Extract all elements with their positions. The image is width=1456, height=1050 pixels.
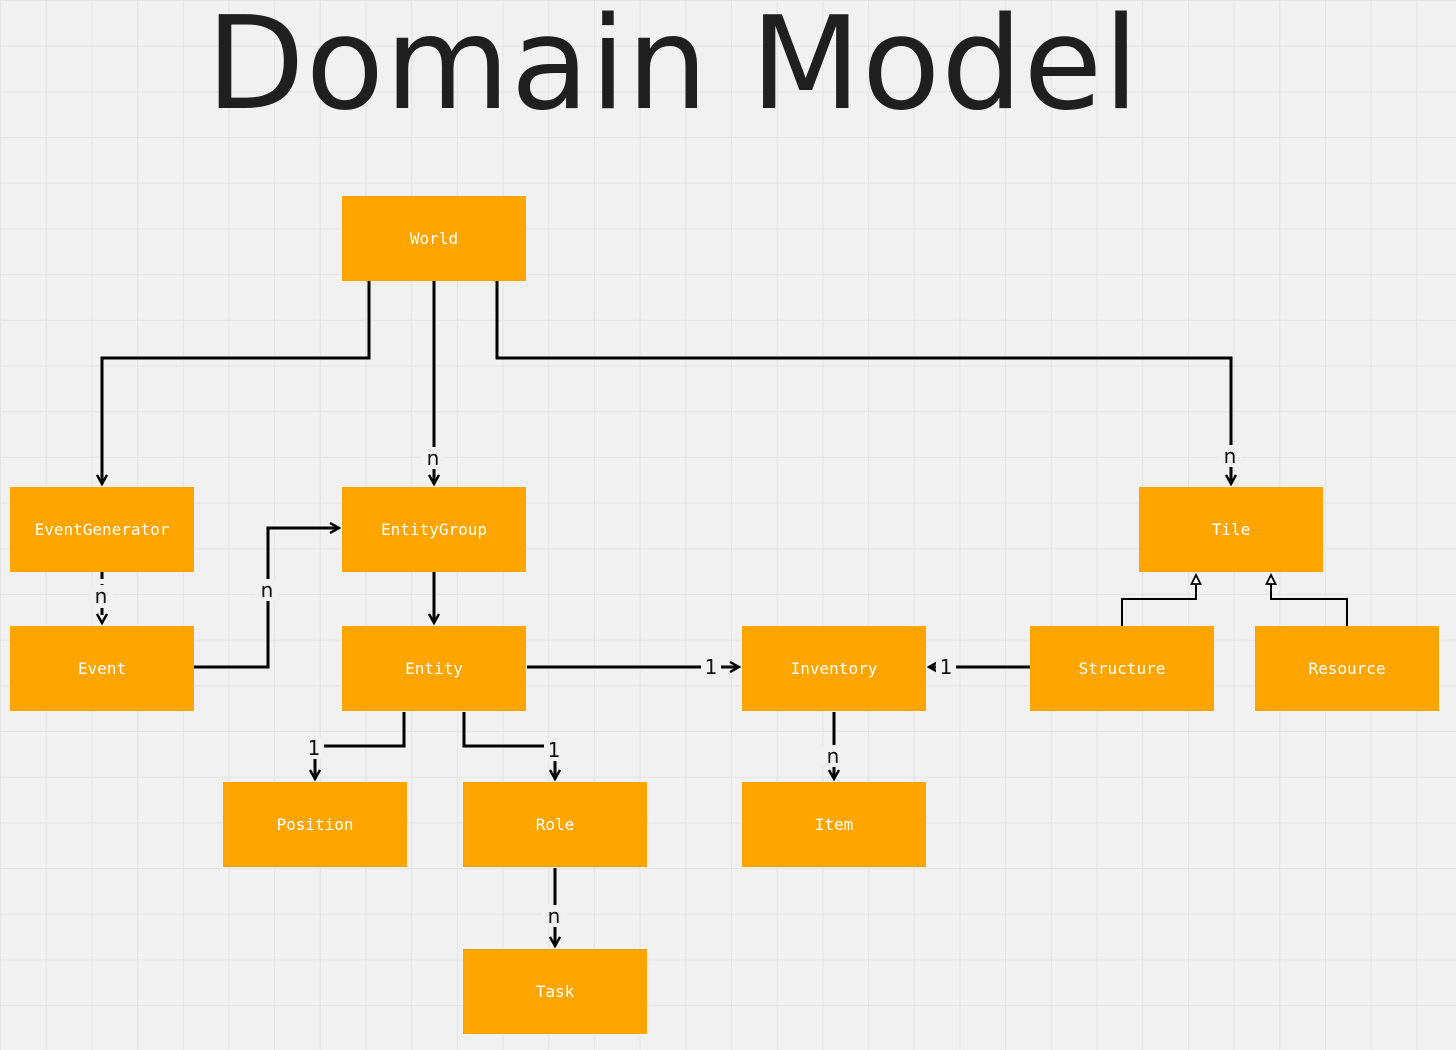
diagram-title: Domain Model (206, 0, 1140, 139)
edge-resource-tile (1271, 575, 1348, 626)
multiplicity-label-role-task: n (542, 905, 566, 927)
multiplicity-label-structure-inventory: 1 (936, 656, 956, 678)
node-tile[interactable]: Tile (1139, 487, 1323, 572)
multiplicity-label-entity-role: 1 (544, 739, 564, 761)
node-position[interactable]: Position (223, 782, 407, 867)
multiplicity-label-event-entitygroup: n (255, 579, 279, 601)
multiplicity-label-entity-inventory: 1 (701, 656, 721, 678)
node-entity[interactable]: Entity (342, 626, 526, 711)
node-inventory[interactable]: Inventory (742, 626, 926, 711)
node-item[interactable]: Item (742, 782, 926, 867)
node-entity-group[interactable]: EntityGroup (342, 487, 526, 572)
edge-world-eventgenerator (102, 281, 371, 484)
edge-entity-position (315, 712, 406, 779)
node-world[interactable]: World (342, 196, 526, 281)
multiplicity-label-inventory-item: n (821, 745, 845, 767)
node-event-generator[interactable]: EventGenerator (10, 487, 194, 572)
edge-world-tile (495, 281, 1231, 484)
multiplicity-label-world-tile: n (1218, 445, 1242, 467)
multiplicity-label-eventgenerator-event: n (89, 585, 113, 607)
edge-structure-tile (1121, 575, 1196, 626)
node-role[interactable]: Role (463, 782, 647, 867)
multiplicity-label-entity-position: 1 (304, 737, 324, 759)
node-resource[interactable]: Resource (1255, 626, 1439, 711)
node-event[interactable]: Event (10, 626, 194, 711)
edge-entity-role (462, 712, 555, 779)
node-structure[interactable]: Structure (1030, 626, 1214, 711)
multiplicity-label-world-entitygroup: n (421, 447, 445, 469)
node-task[interactable]: Task (463, 949, 647, 1034)
